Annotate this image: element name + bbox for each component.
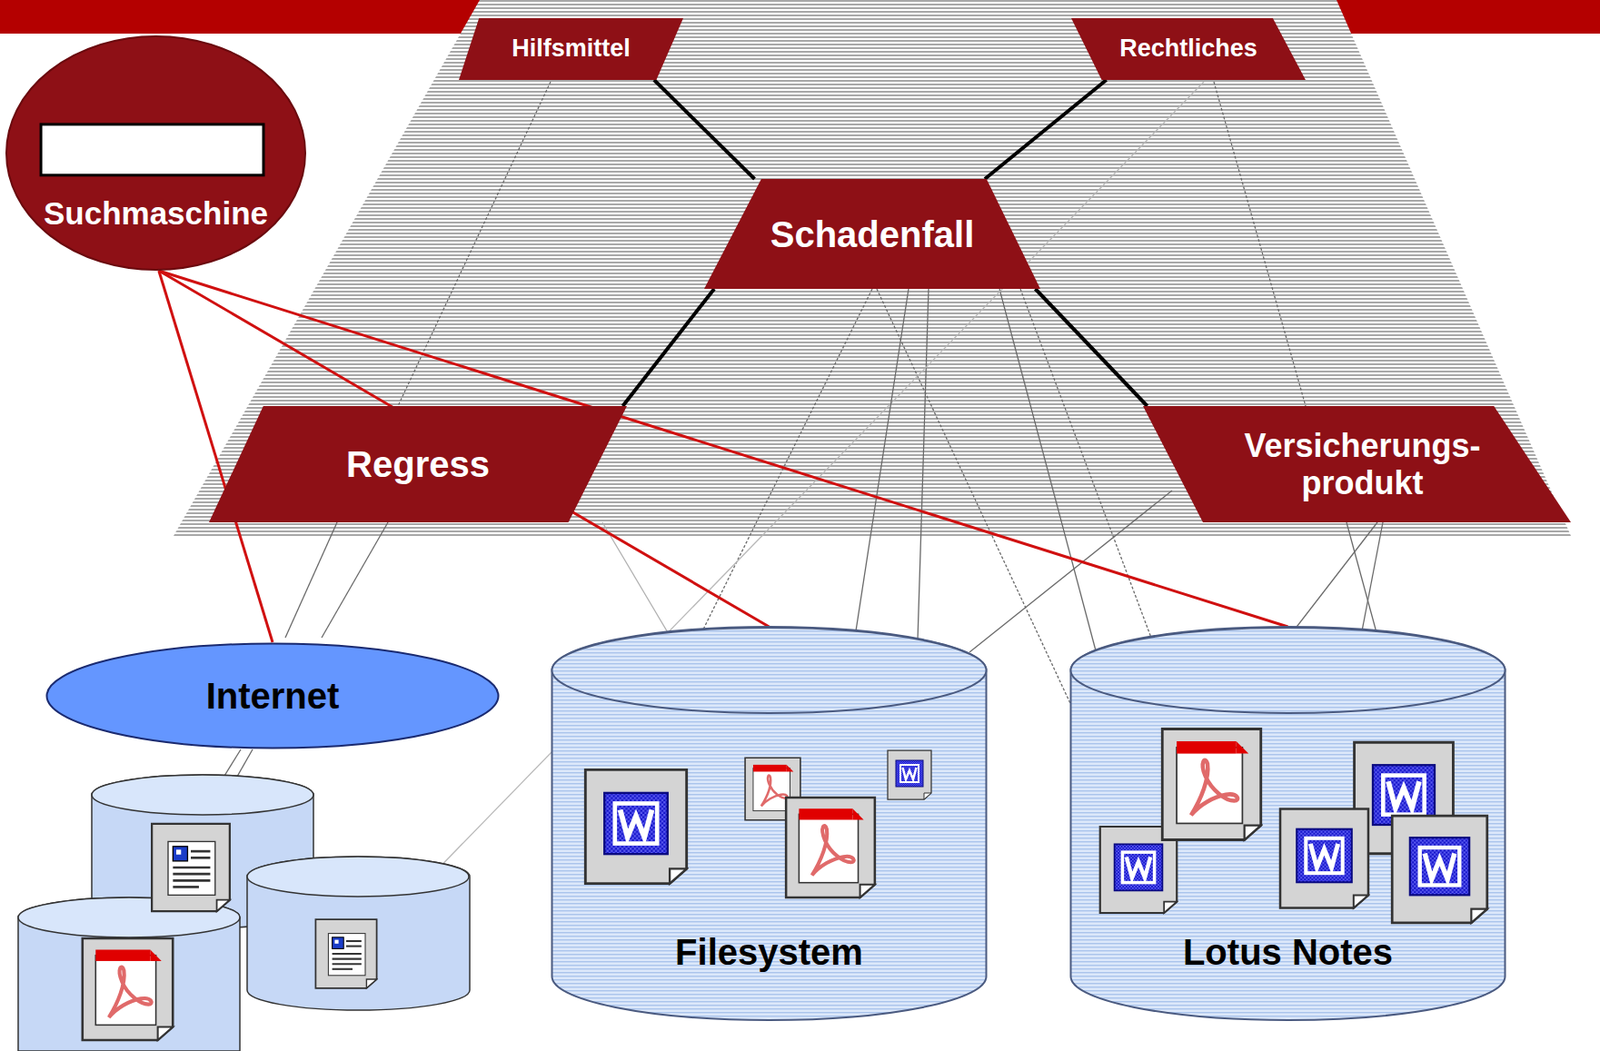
word-icon [585, 769, 686, 884]
connector-line [984, 79, 1107, 179]
node-label: Filesystem [675, 931, 864, 974]
trapezoid-shape [1142, 406, 1571, 523]
connector-line [1034, 288, 1147, 407]
internet-cloud: Internet [45, 642, 500, 750]
node-label: Suchmaschine [43, 195, 269, 232]
node-label: Rechtliches [1119, 34, 1258, 63]
trapezoid-shape [208, 406, 627, 523]
node-label: Internet [206, 675, 340, 717]
trapezoid-shape [1071, 18, 1306, 80]
connector-line [622, 288, 715, 407]
connector-line [159, 270, 770, 627]
web-document-icon [151, 824, 230, 912]
pdf-icon [785, 797, 875, 898]
node-label: Lotus Notes [1182, 931, 1393, 974]
category-box: Versicherungs- produkt [1142, 406, 1571, 523]
word-icon [887, 750, 932, 800]
node-label: Schadenfall [770, 213, 975, 256]
search-field [40, 124, 264, 176]
ellipse-shape [47, 644, 499, 749]
cylinder-top [552, 627, 987, 714]
node-shape [5, 35, 307, 271]
word-icon [1280, 808, 1369, 908]
connector-line [654, 79, 756, 179]
category-box: Hilfsmittel [458, 18, 684, 80]
node-label: Regress [346, 443, 490, 486]
cylinder-top [1071, 627, 1506, 714]
web-document-icon [315, 919, 377, 989]
trapezoid-shape [704, 178, 1041, 289]
trapezoid-shape [458, 18, 684, 80]
pdf-icon [1162, 728, 1261, 840]
category-box: Schadenfall [704, 178, 1041, 289]
cylinder-body [552, 626, 987, 1021]
search-shape [6, 36, 306, 270]
connector-line [159, 270, 1289, 627]
category-box: Regress [208, 406, 627, 523]
search-engine: Suchmaschine [5, 35, 307, 271]
knowledge-plane [173, 0, 1571, 537]
pdf-icon [82, 938, 173, 1041]
word-icon [1391, 815, 1488, 924]
cylinder-body [1071, 626, 1506, 1021]
node-label: Hilfsmittel [511, 34, 631, 63]
web-databases [18, 775, 470, 1051]
node-label: Versicherungs- produkt [1212, 427, 1513, 503]
category-box: Rechtliches [1071, 18, 1306, 80]
